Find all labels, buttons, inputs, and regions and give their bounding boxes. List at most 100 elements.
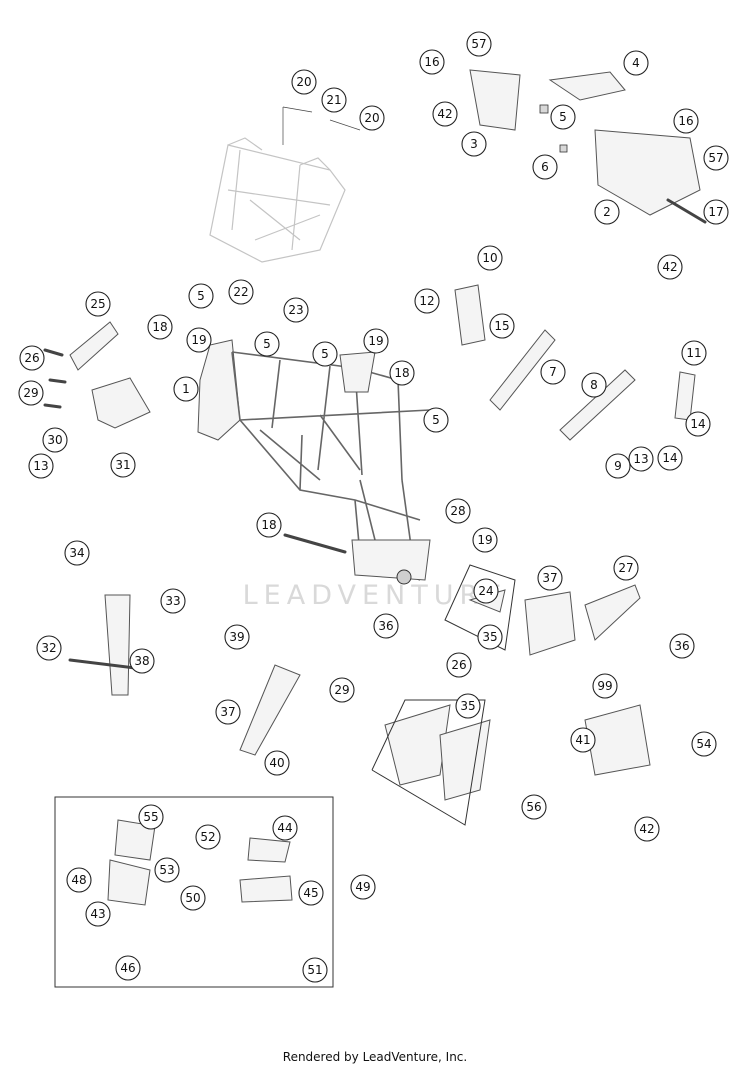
callout-4: 4 xyxy=(623,50,649,76)
callout-number: 4 xyxy=(632,56,640,70)
callout-28: 28 xyxy=(445,498,471,524)
callout-34: 34 xyxy=(64,540,90,566)
callout-number: 13 xyxy=(33,459,48,473)
callout-16: 16 xyxy=(419,49,445,75)
callout-number: 55 xyxy=(143,810,158,824)
callout-number: 37 xyxy=(220,705,235,719)
watermark: LEADVENTURE xyxy=(242,580,508,611)
callout-number: 29 xyxy=(23,386,38,400)
callout-number: 42 xyxy=(639,822,654,836)
callout-number: 42 xyxy=(662,260,677,274)
callout-number: 19 xyxy=(368,334,383,348)
callout-number: 56 xyxy=(526,800,541,814)
callout-20: 20 xyxy=(291,69,317,95)
callout-33: 33 xyxy=(160,588,186,614)
footpegs xyxy=(107,819,293,906)
callout-number: 15 xyxy=(494,319,509,333)
callout-number: 52 xyxy=(200,830,215,844)
callout-36: 36 xyxy=(373,613,399,639)
callout-number: 23 xyxy=(288,303,303,317)
callout-44: 44 xyxy=(272,815,298,841)
callout-number: 57 xyxy=(471,37,486,51)
lower-brackets xyxy=(68,533,347,756)
left-parts xyxy=(43,321,151,429)
callout-number: 27 xyxy=(618,561,633,575)
callout-1: 1 xyxy=(173,376,199,402)
callout-36: 36 xyxy=(669,633,695,659)
callout-12: 12 xyxy=(414,288,440,314)
callout-9: 9 xyxy=(605,453,631,479)
callout-number: 31 xyxy=(115,458,130,472)
callout-number: 38 xyxy=(134,654,149,668)
callout-number: 48 xyxy=(71,873,86,887)
callout-number: 40 xyxy=(269,756,284,770)
callout-6: 6 xyxy=(532,154,558,180)
callout-21: 21 xyxy=(321,87,347,113)
callout-49: 49 xyxy=(350,874,376,900)
callout-5: 5 xyxy=(254,331,280,357)
callout-2: 2 xyxy=(594,199,620,225)
callout-number: 6 xyxy=(541,160,549,174)
callout-number: 19 xyxy=(477,533,492,547)
callout-26: 26 xyxy=(446,652,472,678)
callout-57: 57 xyxy=(466,31,492,57)
callout-number: 36 xyxy=(378,619,393,633)
callout-18: 18 xyxy=(147,314,173,340)
callout-3: 3 xyxy=(461,131,487,157)
callout-55: 55 xyxy=(138,804,164,830)
callout-56: 56 xyxy=(521,794,547,820)
callout-22: 22 xyxy=(228,279,254,305)
credit-line: Rendered by LeadVenture, Inc. xyxy=(282,1050,468,1064)
right-lower-parts xyxy=(468,584,641,656)
callout-number: 18 xyxy=(261,518,276,532)
callout-number: 28 xyxy=(450,504,465,518)
callout-53: 53 xyxy=(154,857,180,883)
callout-number: 46 xyxy=(120,961,135,975)
callout-42: 42 xyxy=(634,816,660,842)
callout-number: 51 xyxy=(307,963,322,977)
callout-57: 57 xyxy=(703,145,729,171)
callout-24: 24 xyxy=(473,578,499,604)
covers xyxy=(371,699,651,826)
callout-50: 50 xyxy=(180,885,206,911)
callout-number: 42 xyxy=(437,107,452,121)
callout-18: 18 xyxy=(389,360,415,386)
callout-number: 18 xyxy=(394,366,409,380)
callout-number: 11 xyxy=(686,346,701,360)
callout-number: 5 xyxy=(263,337,271,351)
callout-number: 20 xyxy=(296,75,311,89)
callout-number: 54 xyxy=(696,737,711,751)
callout-number: 26 xyxy=(451,658,466,672)
callout-48: 48 xyxy=(66,867,92,893)
callout-number: 18 xyxy=(152,320,167,334)
callout-11: 11 xyxy=(681,340,707,366)
callout-15: 15 xyxy=(489,313,515,339)
callout-8: 8 xyxy=(581,372,607,398)
callout-16: 16 xyxy=(673,108,699,134)
callout-number: 17 xyxy=(708,205,723,219)
callout-5: 5 xyxy=(188,283,214,309)
callout-5: 5 xyxy=(423,407,449,433)
callout-41: 41 xyxy=(570,727,596,753)
callout-number: 45 xyxy=(303,886,318,900)
callout-31: 31 xyxy=(110,452,136,478)
callout-number: 33 xyxy=(165,594,180,608)
callout-number: 29 xyxy=(334,683,349,697)
callout-number: 19 xyxy=(191,333,206,347)
callout-number: 39 xyxy=(229,630,244,644)
callout-number: 25 xyxy=(90,297,105,311)
callout-number: 43 xyxy=(90,907,105,921)
callout-37: 37 xyxy=(215,699,241,725)
callout-14: 14 xyxy=(685,411,711,437)
footpeg-brackets xyxy=(454,284,696,441)
callout-46: 46 xyxy=(115,955,141,981)
callout-number: 41 xyxy=(575,733,590,747)
callout-39: 39 xyxy=(224,624,250,650)
callout-10: 10 xyxy=(477,245,503,271)
callout-5: 5 xyxy=(312,341,338,367)
callout-number: 1 xyxy=(182,382,190,396)
callout-number: 26 xyxy=(24,351,39,365)
callout-7: 7 xyxy=(540,359,566,385)
